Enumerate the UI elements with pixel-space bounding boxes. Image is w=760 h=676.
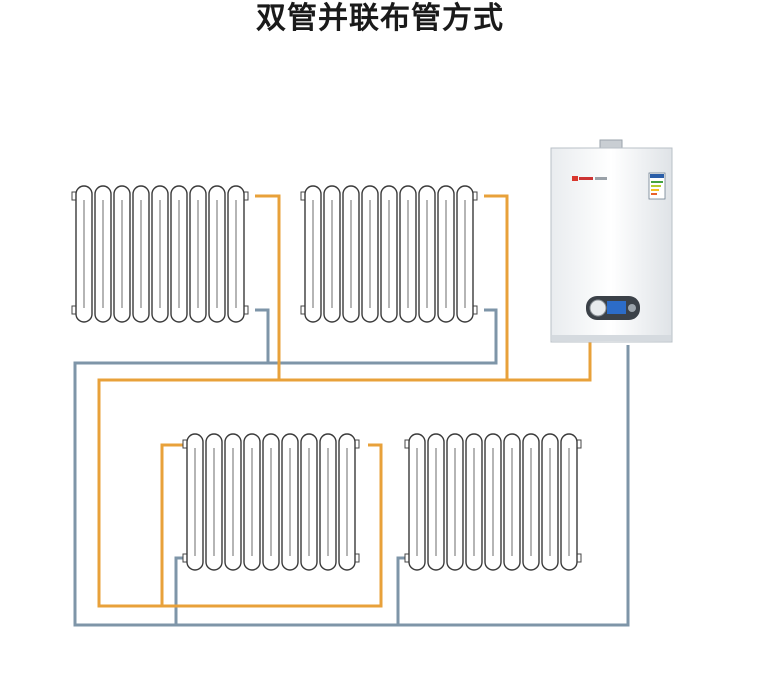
return-pipe-bottom-right [396,556,412,625]
return-pipe-main [73,308,630,627]
radiator-bottom-right [404,433,582,571]
radiator-top-right [300,185,478,323]
radiator-top-left [71,185,249,323]
energy-label-icon [648,172,666,200]
page-title: 双管并联布管方式 [256,1,504,36]
supply-pipe-top-right [484,194,509,380]
return-pipe-top-right [268,308,498,365]
supply-pipe-main [97,342,592,608]
wall-hung-boiler [550,139,673,343]
radiator-bottom-left [182,433,360,571]
brand-logo-icon [572,176,607,181]
supply-pipe-bottom-left [160,443,190,606]
return-pipe-network [73,308,630,627]
supply-pipe-network [97,194,592,608]
return-pipe-bottom-left [174,556,190,625]
control-panel-icon [586,296,640,320]
supply-pipe-top-left [255,194,281,380]
